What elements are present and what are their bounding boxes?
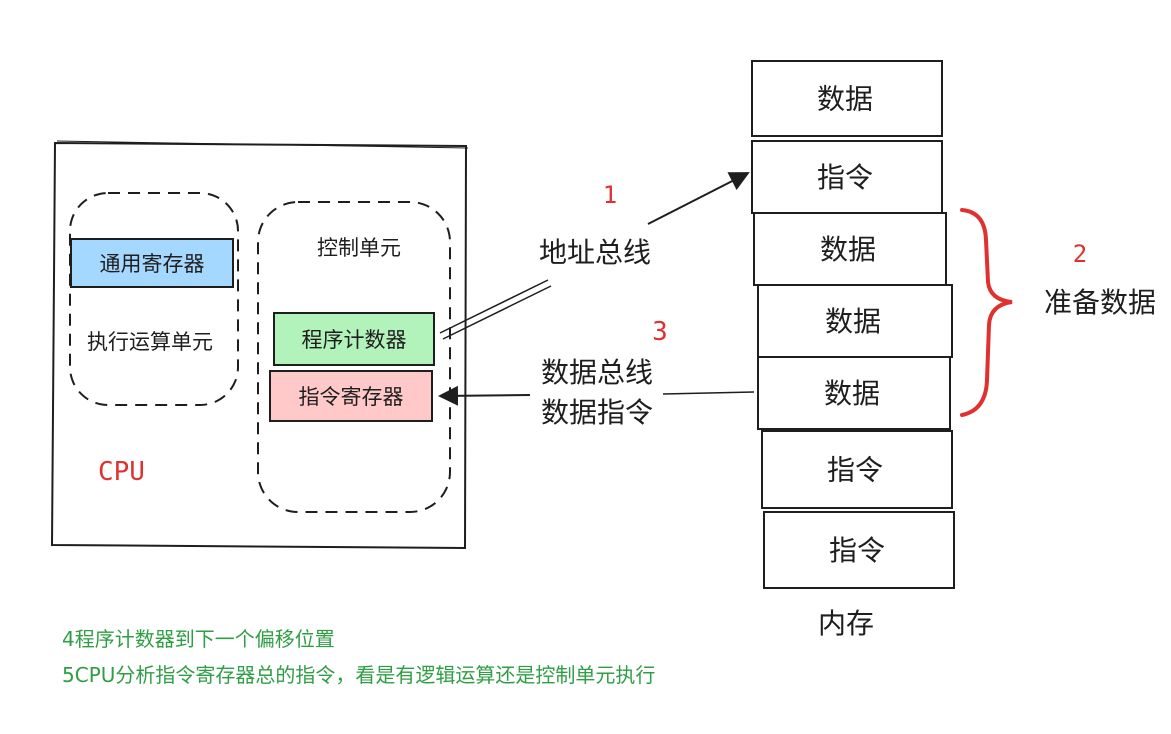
memory-brace bbox=[960, 208, 1013, 417]
general-register-box bbox=[70, 238, 234, 288]
memory-label: 内存 bbox=[818, 607, 874, 640]
memory-cell-label: 指令 bbox=[817, 161, 873, 194]
data-bus-label-line2: 数据指令 bbox=[541, 396, 653, 429]
memory-cell-label: 数据 bbox=[825, 305, 881, 338]
address-bus-line bbox=[439, 279, 552, 340]
memory-cell bbox=[763, 511, 955, 589]
program-counter-box bbox=[273, 312, 435, 366]
cpu-box bbox=[50, 140, 469, 550]
memory-cell bbox=[751, 60, 943, 137]
instruction-register-box bbox=[269, 370, 433, 422]
data-bus-line bbox=[662, 391, 755, 395]
data-bus-arrow bbox=[438, 385, 531, 406]
memory-cell-label: 数据 bbox=[817, 83, 873, 116]
memory-cell bbox=[761, 430, 953, 509]
instruction-register-label: 指令寄存器 bbox=[299, 385, 404, 409]
alu-label: 执行运算单元 bbox=[87, 330, 213, 354]
address-bus-arrow bbox=[647, 172, 750, 225]
control-unit-region bbox=[257, 201, 451, 513]
memory-cell bbox=[757, 356, 951, 430]
general-register-label: 通用寄存器 bbox=[100, 252, 205, 276]
step-3-label: 3 bbox=[652, 317, 668, 347]
memory-cell-label: 数据 bbox=[820, 233, 876, 266]
data-bus-label-line1: 数据总线 bbox=[541, 356, 653, 389]
memory-cell-label: 数据 bbox=[824, 377, 880, 410]
step-2-label: 2 bbox=[1073, 240, 1087, 268]
memory-cell-label: 指令 bbox=[829, 534, 885, 567]
note-step-4: 4程序计数器到下一个偏移位置 bbox=[62, 627, 335, 651]
program-counter-label: 程序计数器 bbox=[302, 328, 407, 352]
memory-cell-label: 指令 bbox=[827, 454, 883, 487]
note-step-5: 5CPU分析指令寄存器总的指令，看是有逻辑运算还是控制单元执行 bbox=[62, 663, 656, 687]
address-bus-label: 地址总线 bbox=[539, 236, 651, 269]
prepare-data-label: 准备数据 bbox=[1044, 286, 1156, 319]
control-unit-label: 控制单元 bbox=[317, 236, 401, 260]
cpu-label: CPU bbox=[98, 457, 145, 487]
step-1-label: 1 bbox=[603, 181, 617, 209]
alu-region bbox=[69, 192, 239, 406]
